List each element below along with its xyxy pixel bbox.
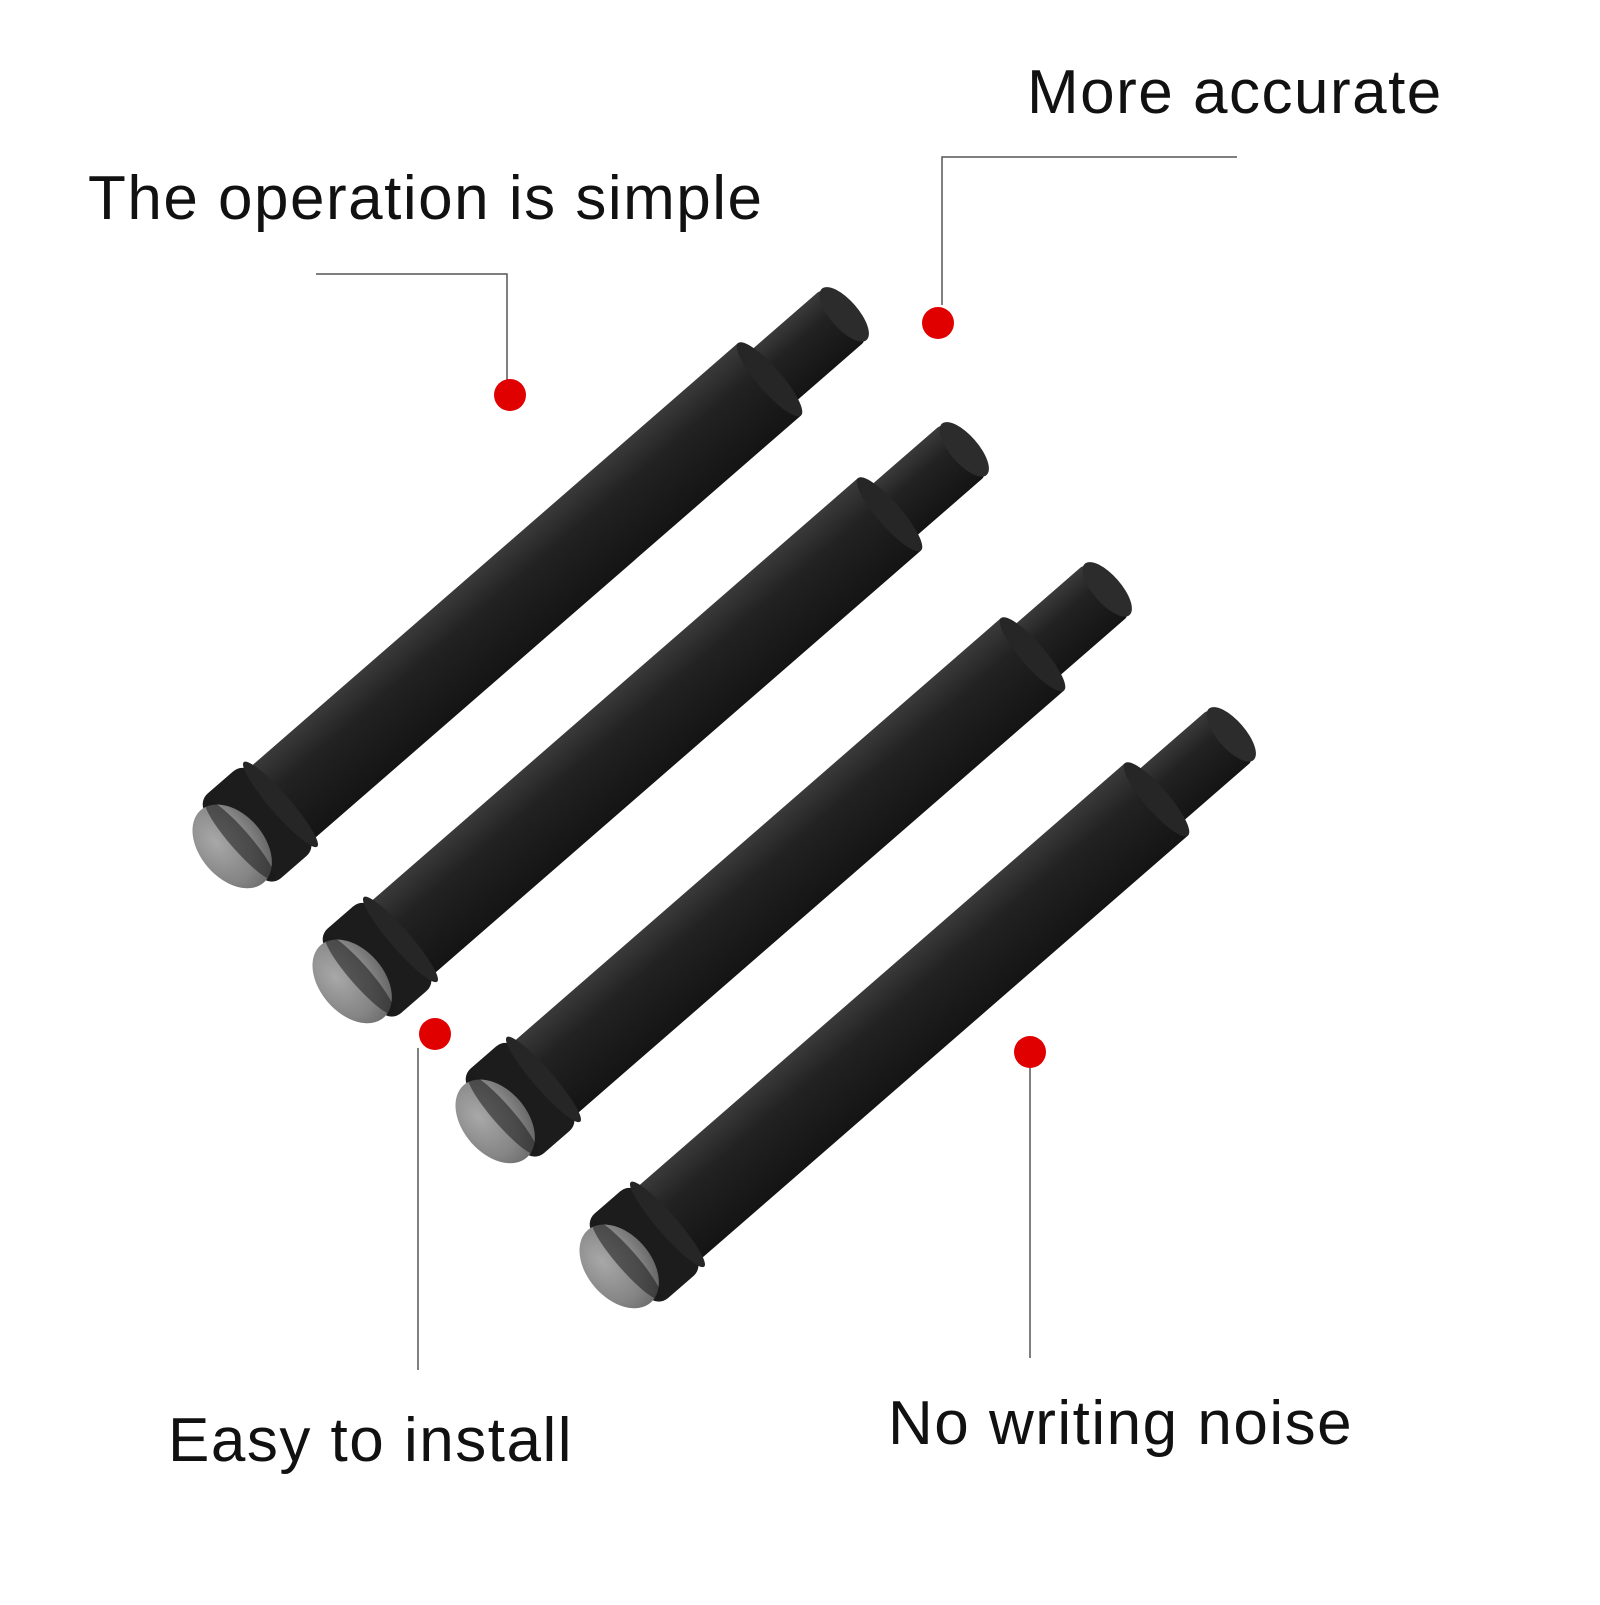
leader-line-simple — [316, 273, 508, 380]
marker-dot-install — [419, 1018, 451, 1050]
caption-easy-to-install: Easy to install — [168, 1406, 574, 1475]
caption-operation-simple: The operation is simple — [88, 164, 764, 233]
leader-line-accurate — [941, 156, 1237, 305]
marker-dot-accurate — [922, 307, 954, 339]
marker-dot-simple — [494, 379, 526, 411]
caption-more-accurate: More accurate — [1027, 58, 1443, 127]
marker-dot-noise — [1014, 1036, 1046, 1068]
caption-no-writing-noise: No writing noise — [888, 1389, 1354, 1458]
